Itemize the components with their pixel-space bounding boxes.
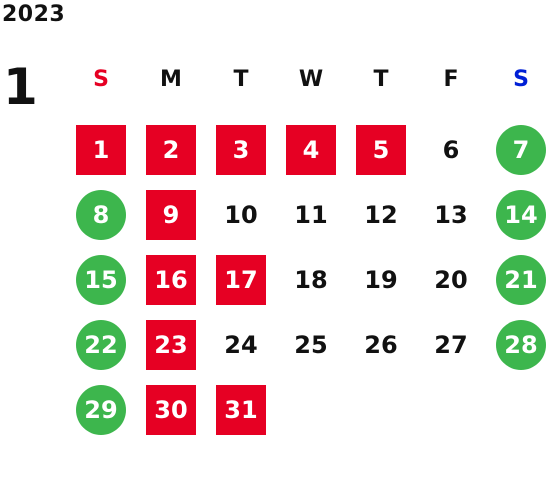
day-cell[interactable]: 14 (496, 190, 546, 240)
day-cell[interactable]: 27 (434, 331, 468, 359)
day-cell[interactable]: 7 (496, 125, 546, 175)
year-label: 2023 (2, 2, 66, 27)
weekday-sunday: S (93, 67, 109, 92)
day-cell[interactable]: 21 (496, 255, 546, 305)
weekday-friday: F (443, 67, 459, 92)
day-cell[interactable]: 26 (364, 331, 398, 359)
month-label: 1 (3, 58, 38, 116)
day-cell[interactable]: 10 (224, 201, 258, 229)
day-cell[interactable]: 2 (146, 125, 196, 175)
day-cell[interactable]: 16 (146, 255, 196, 305)
day-cell[interactable]: 9 (146, 190, 196, 240)
weekday-wednesday: W (298, 67, 324, 92)
day-cell[interactable]: 29 (76, 385, 126, 435)
day-cell[interactable]: 5 (356, 125, 406, 175)
day-cell[interactable]: 30 (146, 385, 196, 435)
day-cell[interactable]: 13 (434, 201, 468, 229)
day-cell[interactable]: 25 (294, 331, 328, 359)
day-cell[interactable]: 15 (76, 255, 126, 305)
day-cell[interactable]: 22 (76, 320, 126, 370)
weekday-saturday: S (513, 67, 529, 92)
day-cell[interactable]: 6 (442, 136, 460, 164)
day-cell[interactable]: 23 (146, 320, 196, 370)
day-cell[interactable]: 19 (364, 266, 398, 294)
day-cell[interactable]: 28 (496, 320, 546, 370)
day-cell[interactable]: 17 (216, 255, 266, 305)
day-cell[interactable]: 20 (434, 266, 468, 294)
day-cell[interactable]: 24 (224, 331, 258, 359)
day-cell[interactable]: 3 (216, 125, 266, 175)
day-cell[interactable]: 18 (294, 266, 328, 294)
day-cell[interactable]: 4 (286, 125, 336, 175)
weekday-monday: M (160, 67, 182, 92)
weekday-header: S M T W T F S (0, 64, 548, 96)
day-cell[interactable]: 8 (76, 190, 126, 240)
day-cell[interactable]: 11 (294, 201, 328, 229)
weekday-thursday: T (373, 67, 389, 92)
day-cell[interactable]: 12 (364, 201, 398, 229)
day-cell[interactable]: 31 (216, 385, 266, 435)
day-cell[interactable]: 1 (76, 125, 126, 175)
weekday-tuesday: T (233, 67, 249, 92)
